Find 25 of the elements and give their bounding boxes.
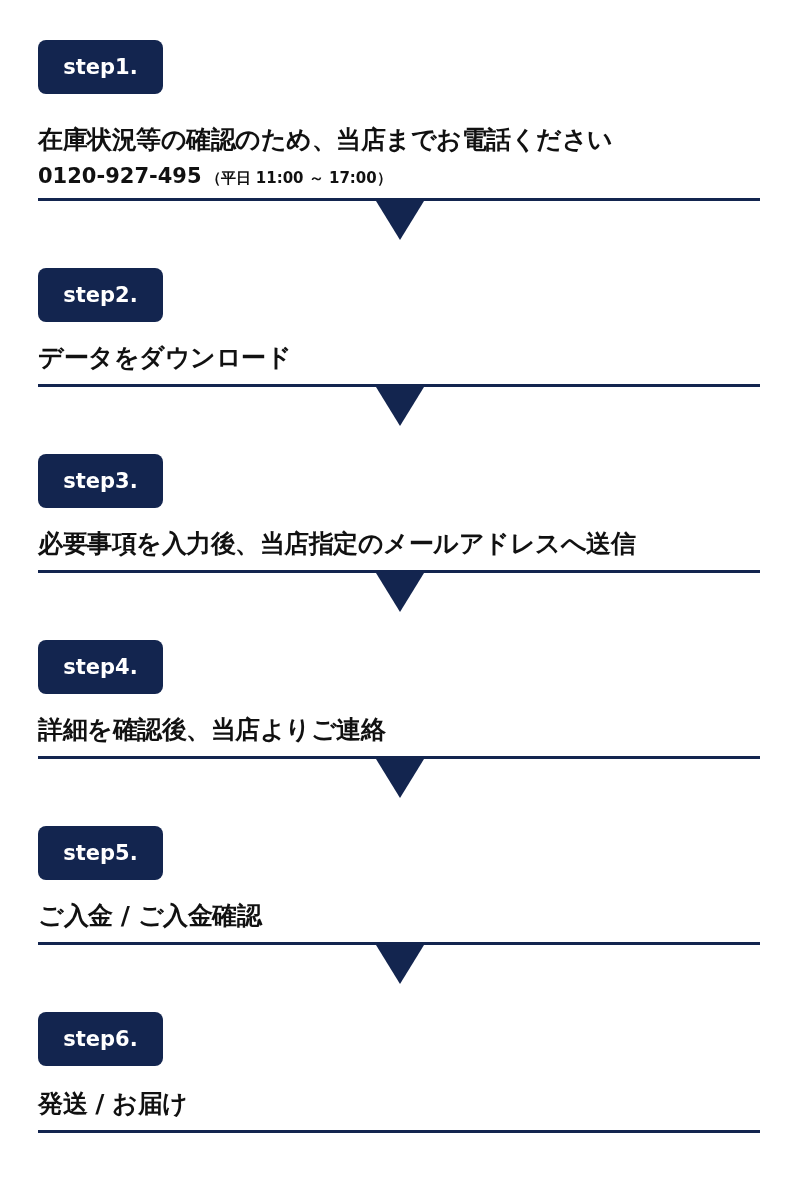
step-heading: ご入金 / ご入金確認 bbox=[38, 900, 264, 932]
step-section bbox=[38, 40, 760, 201]
down-arrow bbox=[376, 759, 424, 798]
phone-number: 0120-927-495 bbox=[38, 164, 202, 188]
step-badge: step4. bbox=[38, 640, 163, 694]
step-section bbox=[38, 1012, 760, 1133]
step-section bbox=[38, 826, 760, 945]
step-heading: データをダウンロード bbox=[38, 342, 292, 374]
step-badge: step3. bbox=[38, 454, 163, 508]
step-badge: step1. bbox=[38, 40, 163, 94]
step-badge: step2. bbox=[38, 268, 163, 322]
business-hours: （平日 11:00 ～ 17:00） bbox=[205, 169, 392, 188]
down-arrow bbox=[376, 573, 424, 612]
step-section bbox=[38, 268, 760, 387]
step-badge: step5. bbox=[38, 826, 163, 880]
down-arrow bbox=[376, 387, 424, 426]
step-heading: 必要事項を入力後、当店指定のメールアドレスへ送信 bbox=[38, 528, 637, 560]
step-badge: step6. bbox=[38, 1012, 163, 1066]
step-section bbox=[38, 454, 760, 573]
step-heading: 詳細を確認後、当店よりご連絡 bbox=[38, 714, 387, 746]
step-heading: 在庫状況等の確認のため、当店までお電話ください bbox=[38, 124, 614, 156]
down-arrow bbox=[376, 201, 424, 240]
step-heading: 発送 / お届け bbox=[38, 1088, 189, 1120]
down-arrow bbox=[376, 945, 424, 984]
step-section bbox=[38, 640, 760, 759]
